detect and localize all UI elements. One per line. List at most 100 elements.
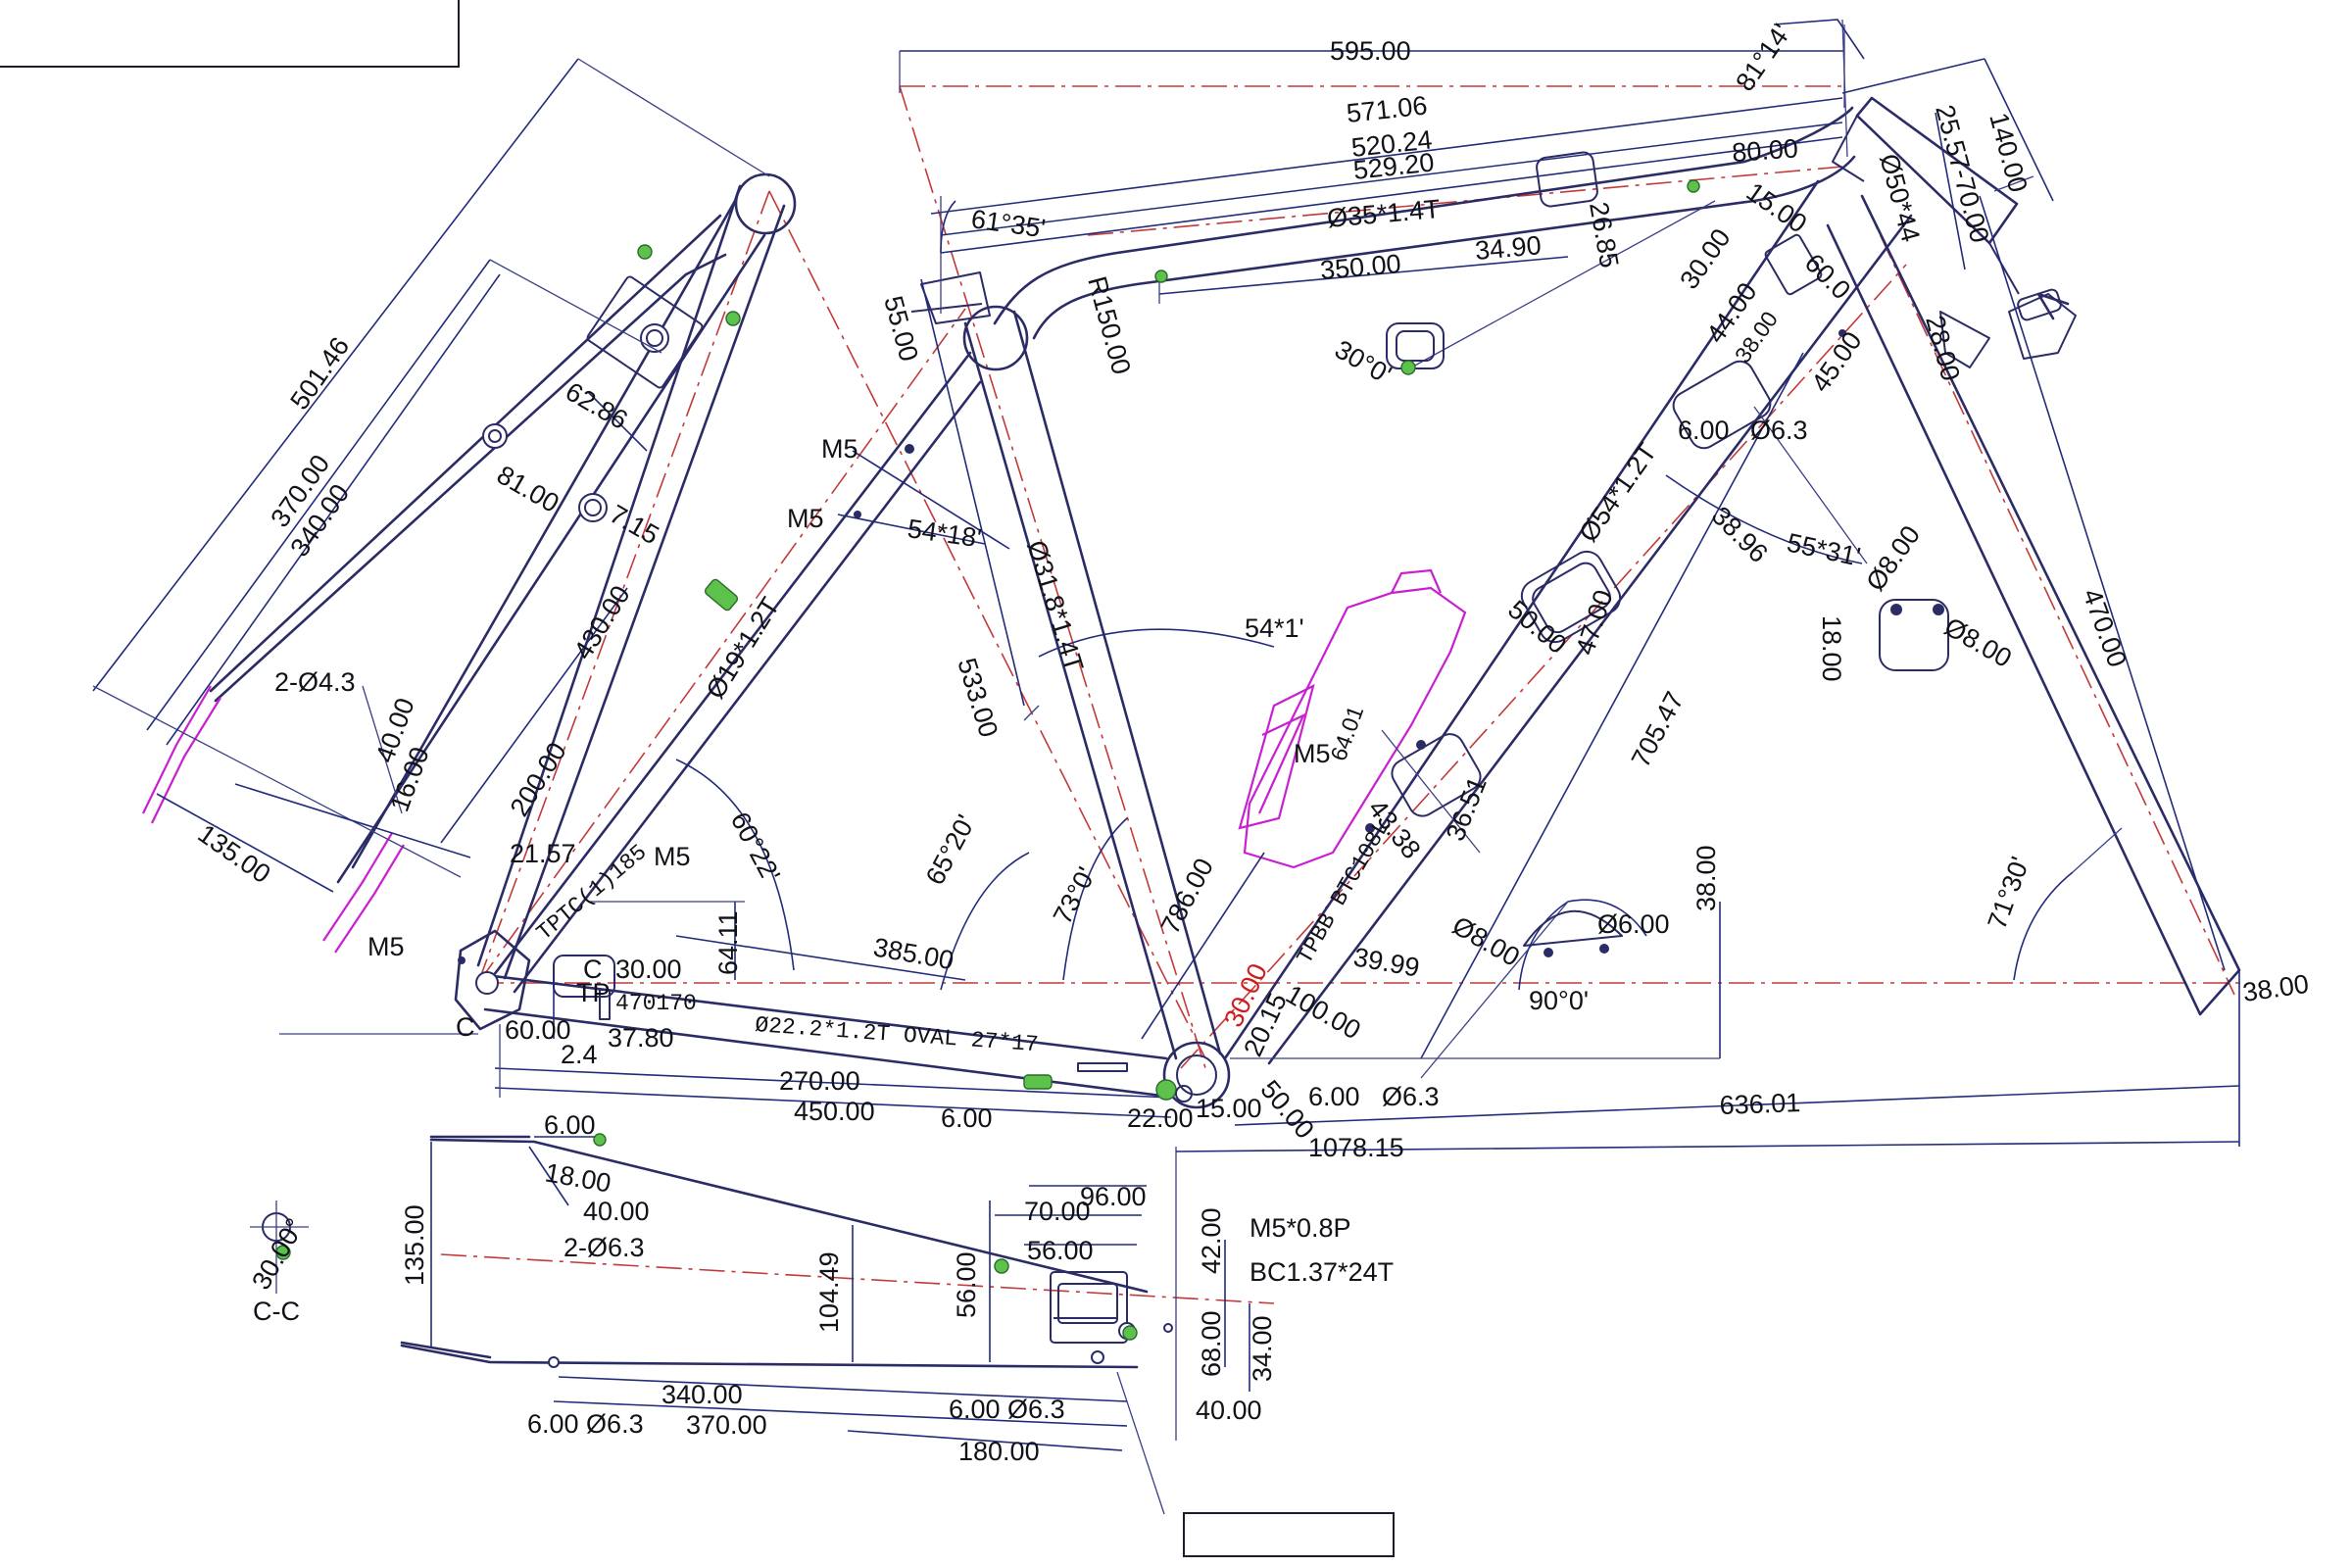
dim-2685: 26.85 (1584, 200, 1624, 270)
dim-715: 7.15 (605, 499, 664, 550)
dim-5531: 55*31' (1785, 528, 1863, 572)
dim-2800: 28.00 (1920, 313, 1965, 384)
dim-350: 350.00 (1319, 249, 1402, 285)
dim-340-pv: 340.00 (662, 1380, 743, 1409)
dim-533: 533.00 (952, 655, 1004, 741)
dim-2200: 22.00 (1127, 1103, 1194, 1133)
dim-10449: 104.49 (814, 1251, 844, 1333)
dim-tt-tube: Ø35*1.4T (1326, 194, 1442, 233)
dimension-labels: 595.00 571.06 520.24 529.20 81°14' 80.00… (193, 19, 2311, 1466)
dim-2157: 21.57 (510, 839, 576, 868)
seatstay-view (142, 172, 797, 954)
dim-45: 45.00 (1805, 326, 1867, 398)
dim-135-pv: 135.00 (400, 1204, 429, 1286)
mount-holes (458, 329, 1949, 1102)
dim-450: 450.00 (794, 1097, 875, 1126)
label-bc: BC1.37*24T (1250, 1257, 1394, 1287)
dim-38-vert: 38.00 (1691, 845, 1721, 911)
centerlines (440, 85, 2244, 1304)
dim-3780: 37.80 (608, 1023, 674, 1053)
dim-50: 50.00 (1502, 595, 1572, 660)
dim-6d-pv-right: 6.00 Ø6.3 (949, 1395, 1065, 1424)
label-section-cc: C-C (253, 1297, 300, 1326)
dim-6800: 68.00 (1197, 1310, 1226, 1377)
dim-600-pv: 6.00 (544, 1110, 596, 1140)
dim-5600: 56.00 (1027, 1236, 1094, 1265)
dim-2557: 25.57-70.00 (1930, 102, 1994, 246)
dim-6d-pv-left: 6.00 Ø6.3 (527, 1409, 644, 1439)
cable-fittings (275, 179, 1700, 1341)
dim-270: 270.00 (779, 1066, 860, 1096)
dim-r150: R150.00 (1082, 273, 1136, 377)
dim-600-bb: 6.00 (1308, 1082, 1360, 1111)
dim-636: 636.01 (1719, 1088, 1801, 1120)
dim-100: 100.00 (1281, 979, 1366, 1045)
dim-3000-do: 30.00 (615, 955, 682, 984)
dim-angle-61: 61°35' (969, 204, 1047, 243)
title-box-top-left (0, 0, 460, 68)
label-c-section: C (456, 1012, 475, 1042)
dim-6411: 64.11 (713, 910, 743, 975)
dim-angle-7130: 71°30' (1982, 853, 2034, 933)
dim-6286: 62.86 (561, 376, 633, 435)
dim-6000-do: 60.00 (505, 1015, 571, 1045)
dim-140: 140.00 (1984, 110, 2033, 196)
label-m5-do: M5 (654, 842, 691, 871)
dim-st-tube: Ø31.8*1.4T (1021, 537, 1089, 675)
dim-30: 30.00 (1674, 223, 1736, 295)
title-box-bottom (1183, 1512, 1395, 1557)
dim-180: 180.00 (958, 1437, 1040, 1466)
dim-135-ss: 135.00 (193, 818, 276, 889)
dim-4200: 42.00 (1197, 1207, 1226, 1274)
dim-5600-vert: 56.00 (952, 1251, 981, 1318)
dim-8100: 81.00 (492, 460, 564, 518)
dim-1800: 18.00 (543, 1157, 613, 1198)
label-m5-08p: M5*0.8P (1250, 1213, 1351, 1243)
dim-9600: 96.00 (1080, 1182, 1147, 1211)
dim-385: 385.00 (871, 932, 956, 975)
water-bottle-outline (1238, 568, 1467, 869)
dim-5418: 54*18' (906, 514, 983, 553)
dim-63-head: Ø6.3 (1750, 416, 1808, 445)
dim-6401: 64.01 (1325, 703, 1368, 764)
dim-ss-tube: Ø19*1.2T (701, 592, 786, 704)
dim-1500: 15.00 (1196, 1094, 1262, 1123)
dim-3400: 34.00 (1248, 1315, 1277, 1382)
dim-7000: 70.00 (1024, 1197, 1091, 1226)
dim-6022: 60°22' (725, 808, 786, 887)
label-m5-do-left: M5 (368, 932, 405, 961)
dim-3896: 38.96 (1706, 501, 1774, 568)
dim-595: 595.00 (1330, 36, 1411, 66)
dim-55: 55.00 (878, 293, 923, 365)
dim-2d63: 2-Ø6.3 (564, 1233, 645, 1262)
dim-200: 200.00 (505, 737, 572, 821)
dim-470170: 470170 (615, 991, 697, 1016)
title-box-bottom-lead (1116, 1371, 1165, 1515)
label-c-upper: C (583, 955, 603, 984)
dim-3490: 34.90 (1474, 230, 1543, 266)
dim-section-angle: 30.00° (246, 1213, 310, 1295)
dim-705: 705.47 (1626, 687, 1690, 772)
dim-430: 430.00 (568, 580, 636, 664)
label-m5-a: M5 (821, 434, 858, 464)
dim-angle-541: 54*1' (1245, 613, 1304, 643)
chainstay-view (400, 1135, 1177, 1441)
label-m5-b: M5 (787, 504, 824, 533)
dim-3999: 39.99 (1351, 942, 1422, 982)
dim-d8-b: Ø8.00 (1939, 612, 2017, 673)
dimension-lines (92, 19, 2240, 1451)
dim-d50: Ø50*44 (1874, 151, 1926, 245)
dim-63-bb: Ø6.3 (1382, 1082, 1440, 1111)
label-m5-cage: M5 (1294, 739, 1331, 768)
dim-d8-bb: Ø8.00 (1447, 910, 1525, 972)
dim-dt-tube: Ø54*1.2T (1573, 438, 1662, 548)
dim-4000-pv2: 40.00 (1196, 1396, 1262, 1425)
dim-d6-bb: Ø6.00 (1597, 909, 1670, 939)
dim-571: 571.06 (1345, 90, 1428, 127)
dim-6520: 65°20' (920, 810, 981, 890)
dim-18: 18.00 (1817, 615, 1846, 682)
dim-80: 80.00 (1731, 133, 1799, 168)
dim-600-cs: 6.00 (941, 1103, 993, 1133)
dim-1078: 1078.15 (1308, 1133, 1404, 1162)
